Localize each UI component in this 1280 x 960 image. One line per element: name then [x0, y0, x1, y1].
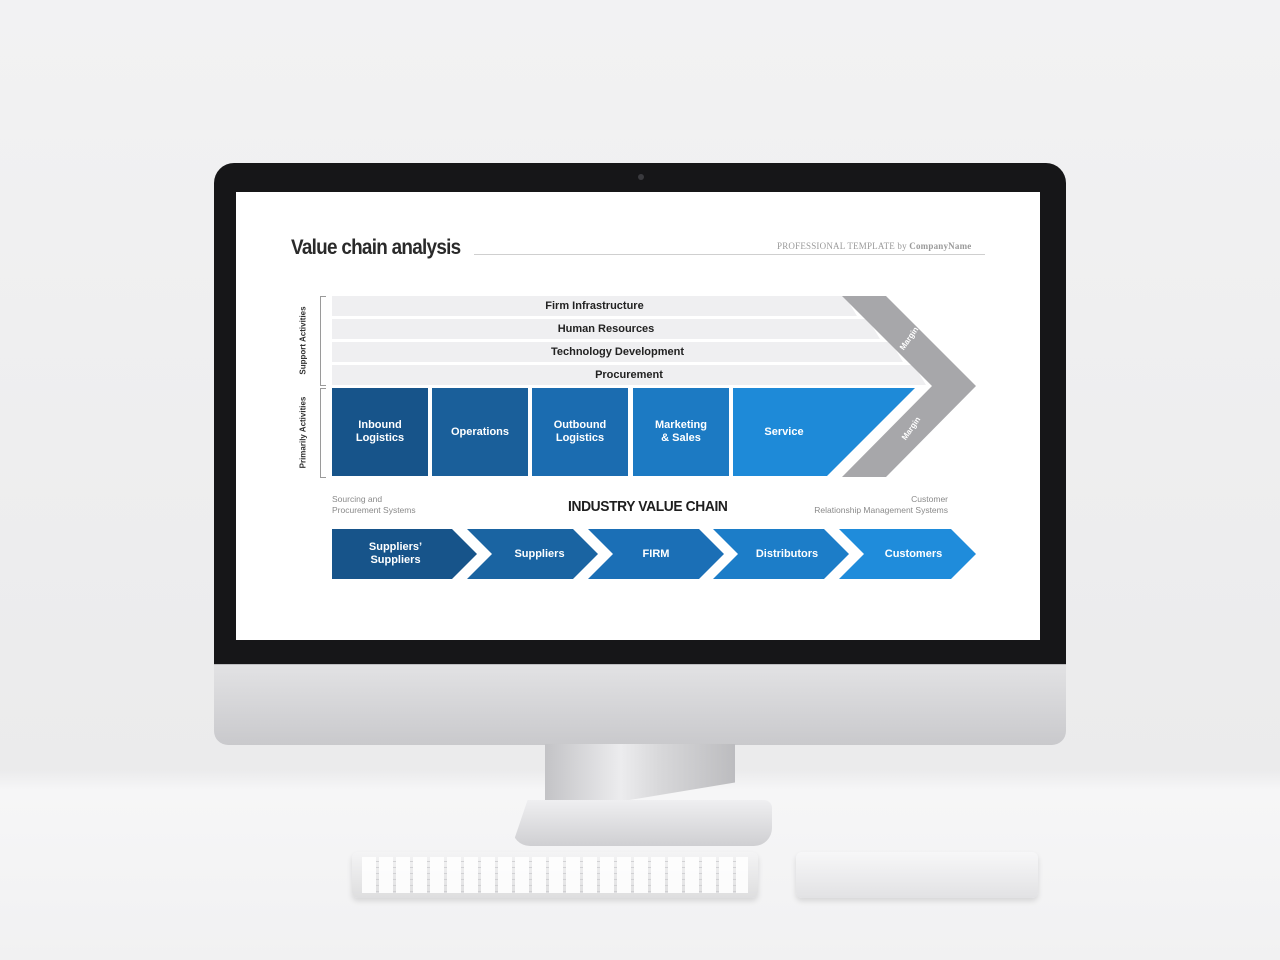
slide-screen: Value chain analysis PROFESSIONAL TEMPLA…	[236, 192, 1040, 640]
primary-inbound-logistics: Inbound Logistics	[332, 388, 428, 476]
trackpad	[796, 852, 1038, 898]
support-row-label: Human Resources	[557, 323, 655, 335]
primary-activities-label: Primarily Activities	[298, 396, 308, 469]
industry-value-chain-title: INDUSTRY VALUE CHAIN	[568, 498, 728, 515]
camera-icon	[638, 174, 644, 180]
slide-subtitle: PROFESSIONAL TEMPLATE by CompanyName	[777, 241, 971, 251]
primary-outbound-logistics: Outbound Logistics	[532, 388, 628, 476]
chain-customers: Customers	[839, 529, 976, 579]
support-bracket	[320, 296, 326, 386]
chain-suppliers: Suppliers	[467, 529, 598, 579]
title-divider	[474, 254, 985, 255]
support-row-procurement: Procurement	[332, 365, 926, 385]
monitor-chin	[214, 664, 1066, 745]
margin-shape	[842, 296, 976, 477]
sourcing-procurement-note: Sourcing and Procurement Systems	[332, 494, 416, 515]
monitor-stand-base	[512, 800, 772, 846]
primary-operations: Operations	[432, 388, 528, 476]
primary-bracket	[320, 388, 326, 478]
primary-marketing-sales: Marketing & Sales	[633, 388, 729, 476]
slide-title: Value chain analysis	[291, 236, 461, 259]
support-row-technology-development: Technology Development	[332, 342, 903, 362]
chain-distributors: Distributors	[713, 529, 849, 579]
support-row-human-resources: Human Resources	[332, 319, 880, 339]
keyboard-keys	[362, 857, 748, 893]
support-activities-label: Support Activities	[298, 306, 308, 375]
support-row-label: Technology Development	[550, 346, 685, 358]
margin-chevron	[842, 296, 976, 477]
crm-systems-note: Customer Relationship Management Systems	[814, 494, 948, 515]
subtitle-prefix: PROFESSIONAL TEMPLATE by	[777, 241, 910, 251]
subtitle-company: CompanyName	[909, 241, 972, 251]
chain-firm: FIRM	[588, 529, 724, 579]
support-row-label: Procurement	[595, 369, 663, 381]
support-row-firm-infrastructure: Firm Infrastructure	[332, 296, 857, 316]
support-row-label: Firm Infrastructure	[545, 300, 644, 312]
chain-suppliers-suppliers: Suppliers’ Suppliers	[332, 529, 477, 579]
